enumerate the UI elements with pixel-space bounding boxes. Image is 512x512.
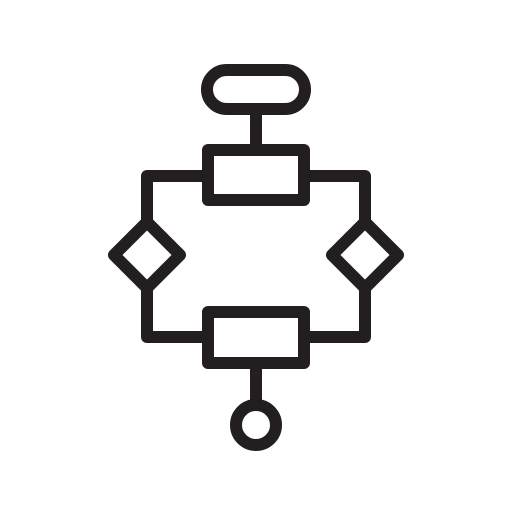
left-decision-node bbox=[108, 216, 186, 294]
right-decision-node bbox=[326, 216, 404, 294]
top-process-node bbox=[202, 144, 310, 206]
connector-right-decision-to-process bbox=[298, 282, 371, 343]
bottom-process-node bbox=[202, 306, 310, 369]
connector-process-to-right-decision bbox=[298, 170, 371, 228]
end-circle-node bbox=[230, 399, 282, 451]
connector-process-to-left-decision bbox=[141, 170, 214, 228]
start-terminal-node bbox=[201, 64, 311, 115]
connector-left-decision-to-process bbox=[141, 282, 214, 343]
